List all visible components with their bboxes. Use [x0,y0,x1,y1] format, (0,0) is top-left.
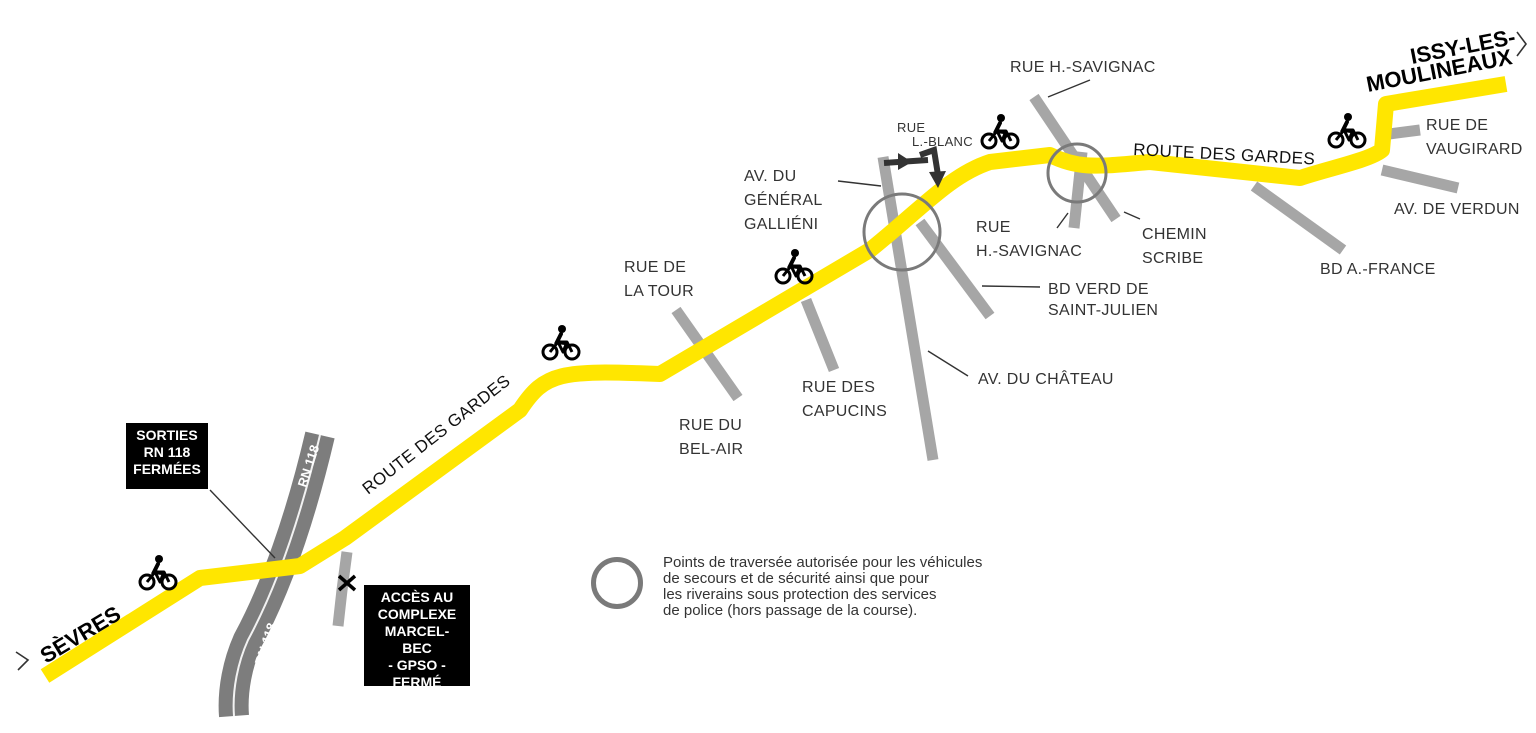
box-line: COMPLEXE [377,606,457,622]
label-rue-de-la-tour-1: RUE DE [624,259,686,276]
label-rue-des-capucins-2: CAPUCINS [802,403,887,420]
legend-line: de police (hors passage de la course). [663,602,918,619]
label-bd-verd-1: BD VERD DE [1048,281,1149,298]
label-av-de-verdun: AV. DE VERDUN [1394,201,1520,218]
rn118-highway [218,431,335,718]
label-rue-de-vaugirard-1: RUE DE [1426,117,1488,134]
crossing-circle-icon [591,557,643,609]
legend-line: Points de traversée autorisée pour les v… [663,554,983,571]
label-rue-du-bel-air-2: BEL-AIR [679,441,743,458]
label-bd-verd-2: SAINT-JULIEN [1048,302,1158,319]
box-line: - GPSO - [388,657,446,673]
legend-line: de secours et de sécurité ainsi que pour [663,570,929,587]
bicycle-rider-icon [541,323,581,361]
street-bd-verd [915,218,995,320]
label-rue-l-blanc-2: L.-BLANC [912,134,973,149]
bicycle-rider-icon [1327,111,1367,149]
bicycle-rider-icon [980,112,1020,150]
crossing-circle-chateau [862,192,942,272]
label-rue-du-bel-air-1: RUE DU [679,417,742,434]
legend-line: les riverains sous protection des servic… [663,586,937,603]
label-rue-des-capucins-1: RUE DES [802,379,875,396]
crossing-circle-savignac [1046,142,1108,204]
bicycle-rider-icon [138,553,178,591]
street-av-de-verdun [1380,164,1460,194]
street-av-du-chateau [877,156,939,461]
label-gallieni-1: AV. DU [744,168,797,185]
box-line: ACCÈS AU [380,589,454,605]
street-marcel-bec [332,551,353,627]
route-des-gardes-line [40,76,1508,683]
label-chemin-scribe-2: SCRIBE [1142,250,1203,267]
label-rue-savignac-bot-2: H.-SAVIGNAC [976,243,1082,260]
label-rue-de-la-tour-2: LA TOUR [624,283,694,300]
bicycle-rider-icon [774,247,814,285]
legend-text: Points de traversée autorisée pour les v… [663,555,1063,619]
label-chemin-scribe-1: CHEMIN [1142,226,1207,243]
info-box-sorties-rn118: SORTIES RN 118 FERMÉES [126,423,208,489]
info-box-acces-complexe: ACCÈS AU COMPLEXE MARCEL-BEC - GPSO - FE… [364,585,470,690]
box-line: FERMÉ [392,674,442,690]
label-rue-savignac-top: RUE H.-SAVIGNAC [1010,59,1156,76]
label-av-du-chateau: AV. DU CHÂTEAU [978,369,1114,388]
box-line: MARCEL-BEC [384,623,450,656]
box-line: SORTIES [136,427,198,443]
closed-cross-icon [337,574,357,592]
label-rue-savignac-bot-1: RUE [976,219,1011,236]
chevron-right-icon [15,651,30,671]
box-line: FERMÉES [133,461,201,477]
box-line: RN 118 [143,444,191,460]
label-gallieni-2: GÉNÉRAL [744,190,823,209]
street-rue-de-vaugirard [1388,124,1421,140]
map-legend: Points de traversée autorisée pour les v… [591,555,1061,625]
chevron-right-icon [1516,31,1527,57]
arrow-icon [883,145,946,188]
street-bd-a-france [1250,181,1347,255]
street-rue-des-capucins [800,297,840,373]
label-rue-l-blanc-1: RUE [897,120,925,135]
label-gallieni-3: GALLIÉNI [744,214,818,233]
label-rue-de-vaugirard-2: VAUGIRARD [1426,141,1523,158]
leader-lines [209,79,1141,559]
label-bd-a-france: BD A.-FRANCE [1320,261,1436,278]
